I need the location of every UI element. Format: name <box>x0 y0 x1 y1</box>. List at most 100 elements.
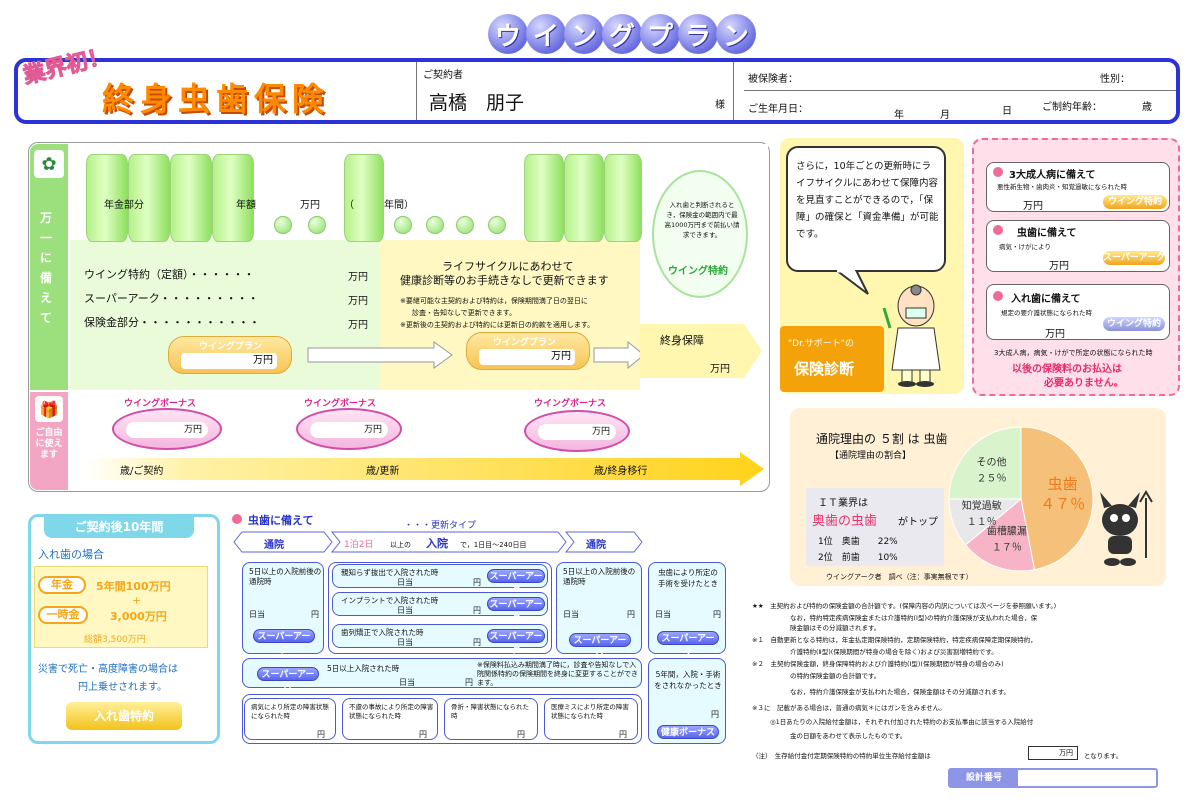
dentures-rider-button[interactable]: 入れ歯特約 <box>66 702 182 730</box>
side-tab-protection: ✿ 万一に備えて <box>30 144 68 390</box>
year-label: 年 <box>894 110 904 121</box>
yen-label: 円 <box>473 578 481 587</box>
lifetime-amount: 万円 <box>710 364 730 375</box>
yen-label: 円 <box>473 606 481 615</box>
month-label: 月 <box>940 110 950 121</box>
note: 険金額はその分減額されます。 <box>790 624 881 632</box>
daily-label: 日当 <box>397 606 413 615</box>
yen-label: 円 <box>317 730 325 739</box>
lifetime-arrow <box>640 324 762 378</box>
wing-plan-amount: 万円 <box>181 353 277 369</box>
age-lifetime: 歳/終身移行 <box>594 466 648 477</box>
lump-badge: 一時金 <box>38 606 88 624</box>
prepay-oval: 入れ歯と判断されるとき，保険金の範囲内で最高1000万円まで前払い請求できます。… <box>652 170 748 298</box>
stay-type-banner <box>233 531 643 553</box>
card-title: 入れ歯に備えて <box>1011 294 1081 305</box>
bonus-oval-2: 万円 <box>296 408 402 450</box>
yen-label: 円 <box>711 710 719 719</box>
yen-label: 円 <box>619 730 627 739</box>
super-arc-badge: スーパーアーク <box>569 633 631 660</box>
speech-bubble: さらに，10年ごとの更新時にライフサイクルにあわせて保障内容を見直すことができる… <box>786 146 946 272</box>
pie-label-1: 歯槽膿漏 <box>987 524 1027 537</box>
contractor-label: ご契約者 <box>423 70 463 81</box>
gift-icon: 🎁 <box>35 396 63 422</box>
disaster-1: 災害で死亡・高度障害の場合は <box>38 664 178 675</box>
title-char: ン <box>716 14 756 54</box>
row-text: 歯列矯正で入院された時 <box>341 628 424 637</box>
hospital-title: 虫歯に備えて <box>248 514 314 527</box>
doctor-illustration <box>882 284 941 387</box>
note: の特約保険金額の合計額です。 <box>790 672 881 680</box>
stay-range: で，1日目〜240日目 <box>460 541 527 549</box>
daily-label: 日当 <box>249 610 265 619</box>
renew-note-2: 診査・告知なしで更新できます。 <box>412 309 517 317</box>
box-text: 5年間，入院・手術をされなかったとき <box>654 670 722 690</box>
box-text: 虫歯により所定の手術を受けたとき <box>658 568 718 588</box>
pension-part: 年金部分 <box>104 200 144 211</box>
ball <box>488 216 506 234</box>
health-bonus-badge: 健康ボーナス <box>657 725 719 739</box>
note: 介護特約(Ⅱ型)(保険期間が特身の場合を除く)および災害割増特約です。 <box>790 648 998 656</box>
row-wisdom-tooth: 親知らず抜出で入院された時 日当 円 スーパーアーク <box>332 564 548 596</box>
pension-badge: 年金 <box>38 576 86 594</box>
bullet-icon <box>993 225 1003 235</box>
pie-label-2: １１％ <box>967 517 997 528</box>
cylinder <box>524 154 564 242</box>
plus-sign: + <box>132 594 142 607</box>
disability-box: 骨折・障害状態になられた時 円 <box>444 698 538 740</box>
ten-years-case: 入れ歯の場合 <box>38 548 104 561</box>
yen-label: 円 <box>311 610 319 619</box>
yen-label: 円 <box>627 610 635 619</box>
pie-slice-3 <box>948 426 1022 500</box>
insured-label: 被保険者： <box>748 74 798 85</box>
note: なお，特約介護保険金が支払われた場合，保険金額はその分減額されます。 <box>790 688 1011 696</box>
it-line-3: がトップ <box>898 517 938 528</box>
card-badge: ウイング特約 <box>1103 195 1167 209</box>
diagnosis-tag-2: 保険診断 <box>794 360 855 378</box>
side-label-bonus: ご自由に使えます <box>35 428 63 460</box>
row-orthodontics: 歯列矯正で入院された時 日当 円 スーパーアーク <box>332 624 548 656</box>
pie-label-1: １７％ <box>992 542 1022 553</box>
title-char: グ <box>602 14 642 54</box>
yen-label: 円 <box>419 730 427 739</box>
wing-plan-pill: ウイングプラン 万円 <box>168 336 292 374</box>
box-text: 骨折・障害状態になられた時 <box>451 703 529 720</box>
yen-label: 円 <box>473 638 481 647</box>
design-number-field[interactable]: 設計番号 <box>948 768 1158 788</box>
pie-slice-0 <box>1020 426 1094 571</box>
super-arc-badge: スーパーアーク <box>487 569 545 596</box>
cards-footer-3: 必要ありません。 <box>1044 378 1124 389</box>
bonus-label-3: ウイングボーナス <box>534 399 607 409</box>
card-desc: 規定の要介護状態になられた時 <box>1001 309 1092 317</box>
gender-label: 性別： <box>1100 74 1130 85</box>
wing-plan-pill-2: ウイングプラン 万円 <box>466 332 590 370</box>
ten-years-title: ご契約後10年間 <box>44 516 194 538</box>
daily-label: 日当 <box>397 638 413 647</box>
honorific: 様 <box>715 100 725 111</box>
bonus-label-1: ウイングボーナス <box>124 399 197 409</box>
card-badge: ウイング特約 <box>1103 317 1165 331</box>
note: なお，特約特定疾病保険金または介護特約(Ⅰ型)の特約介護保険が支払われた場合，保 <box>790 614 1038 622</box>
bullet-icon <box>993 167 1003 177</box>
age-label: ご制約年齢： <box>1042 102 1102 113</box>
annual-label: 年額 <box>236 200 256 211</box>
card-title: 3大成人病に備えて <box>1009 170 1096 181</box>
age-renew: 歳/更新 <box>366 466 400 477</box>
card-title: 虫歯に備えて <box>1017 228 1077 239</box>
card-desc: 悪性新生物・歯肉炎・知覚過敏になられた時 <box>997 183 1127 191</box>
cylinder <box>128 154 170 242</box>
card-dentures: 入れ歯に備えて 規定の要介護状態になられた時 万円 ウイング特約 <box>986 284 1170 340</box>
years-close: 年間） <box>384 200 414 211</box>
title-char: ラ <box>678 14 718 54</box>
rank-1: 1位 奥歯 22% <box>818 537 898 547</box>
super-arc-badge: スーパーアーク <box>487 629 545 656</box>
row-text: インプラントで入院された時 <box>341 596 439 605</box>
ball <box>394 216 412 234</box>
birth-label: ご生年月日： <box>748 104 808 115</box>
diagnosis-tag-1: "Dr.サポート"の <box>788 339 854 349</box>
note: ※１ 自動更新となる特約は，年金払定期保険特約，定期保険特約，特定疾病保障定期保… <box>752 636 1037 644</box>
box-text: 病気により所定の障害状態になられた時 <box>251 703 329 720</box>
survival-amount-field[interactable]: 万円 <box>1028 746 1078 760</box>
yen-label: 円 <box>713 610 721 619</box>
